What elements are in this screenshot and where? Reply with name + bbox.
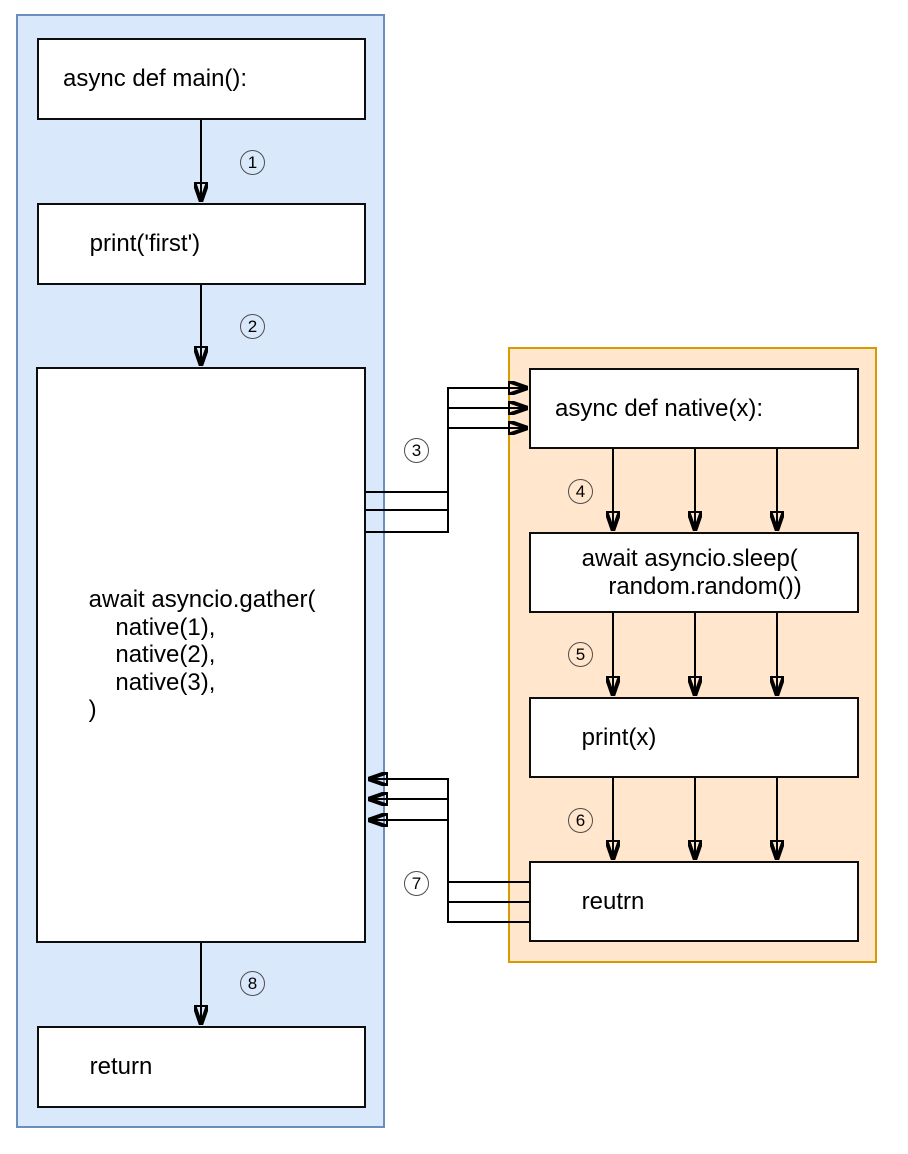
step-4-badge: 4 xyxy=(568,479,593,504)
step-3-badge: 3 xyxy=(404,438,429,463)
arrow-call-3 xyxy=(366,428,528,533)
step-3-label: 3 xyxy=(411,440,422,460)
step-5-label: 5 xyxy=(575,644,586,664)
node-return-main-label: return xyxy=(63,1053,153,1081)
node-async-def-main: async def main(): xyxy=(37,38,366,120)
node-print-x-label: print(x) xyxy=(555,723,657,751)
step-6-label: 6 xyxy=(575,810,586,830)
node-async-def-native: async def native(x): xyxy=(529,368,859,449)
node-await-gather: await asyncio.gather( native(1), native(… xyxy=(36,367,366,943)
step-2-badge: 2 xyxy=(240,314,265,339)
node-async-def-native-label: async def native(x): xyxy=(555,394,764,422)
step-1-label: 1 xyxy=(247,152,258,172)
step-1-badge: 1 xyxy=(240,150,265,175)
node-await-sleep: await asyncio.sleep( random.random()) xyxy=(529,532,859,613)
step-5-badge: 5 xyxy=(568,642,593,667)
step-8-label: 8 xyxy=(247,973,258,993)
node-return-native-label: reutrn xyxy=(555,887,645,915)
step-7-badge: 7 xyxy=(404,871,429,896)
node-return-main: return xyxy=(37,1026,366,1108)
step-8-badge: 8 xyxy=(240,971,265,996)
node-await-gather-label: await asyncio.gather( native(1), native(… xyxy=(88,586,316,724)
step-7-label: 7 xyxy=(411,873,422,893)
node-print-first: print('first') xyxy=(37,203,366,285)
node-return-native: reutrn xyxy=(529,861,859,942)
step-6-badge: 6 xyxy=(568,808,593,833)
node-async-def-main-label: async def main(): xyxy=(63,65,248,93)
node-print-x: print(x) xyxy=(529,697,859,778)
node-await-sleep-label: await asyncio.sleep( random.random()) xyxy=(581,545,802,600)
arrow-return-3 xyxy=(368,820,529,923)
node-print-first-label: print('first') xyxy=(63,230,201,258)
step-2-label: 2 xyxy=(247,316,258,336)
step-4-label: 4 xyxy=(575,481,586,501)
